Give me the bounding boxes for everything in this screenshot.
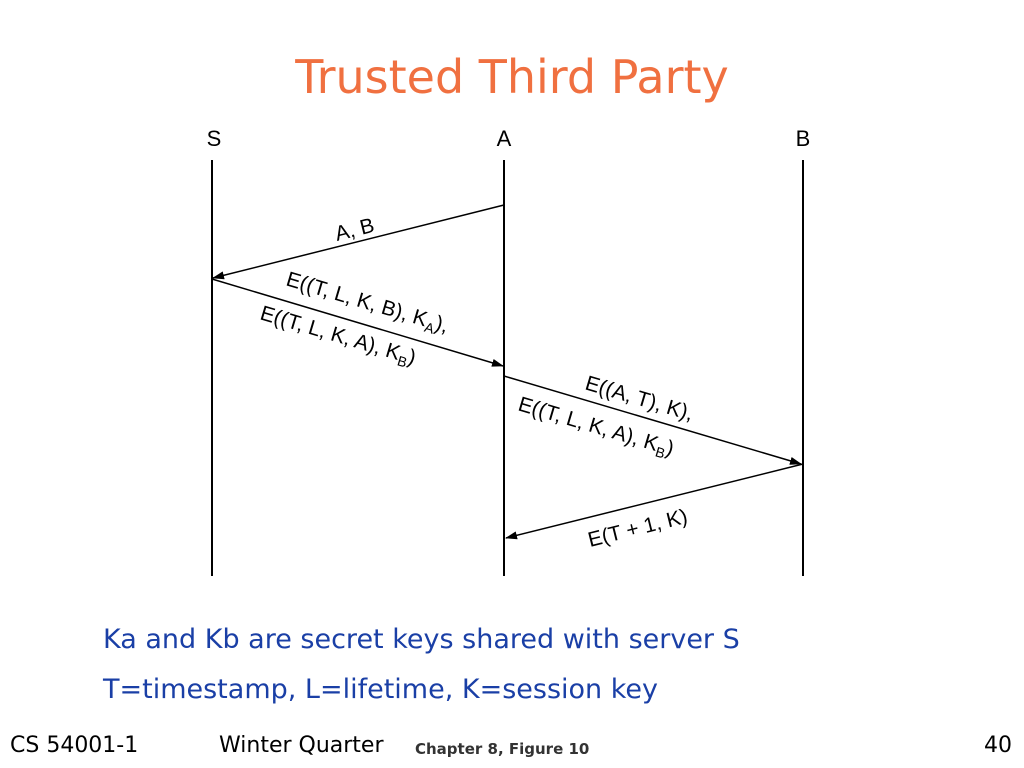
footer-reference: Chapter 8, Figure 10 (415, 740, 590, 758)
participant-s-label: S (207, 126, 222, 151)
participant-a-label: A (497, 126, 512, 151)
message-b-to-a-label: E(T + 1, K) (586, 505, 690, 552)
notes: Ka and Kb are secret keys shared with se… (103, 615, 740, 715)
message-b-to-a-arrow (505, 463, 804, 540)
footer-term: Winter Quarter (219, 733, 384, 758)
page-number: 40 (984, 733, 1012, 758)
message-a-to-s-label: A, B (333, 214, 377, 246)
note-definitions: T=timestamp, L=lifetime, K=session key (103, 674, 658, 705)
participant-b-label: B (796, 126, 811, 151)
message-a-to-s-arrow (212, 204, 505, 280)
message-s-to-a-arrow (211, 278, 504, 367)
slide-title: Trusted Third Party (295, 50, 729, 104)
note-keys: Ka and Kb are secret keys shared with se… (103, 624, 740, 655)
message-a-to-b-arrow (503, 375, 802, 465)
footer-course: CS 54001-1 (10, 733, 139, 758)
